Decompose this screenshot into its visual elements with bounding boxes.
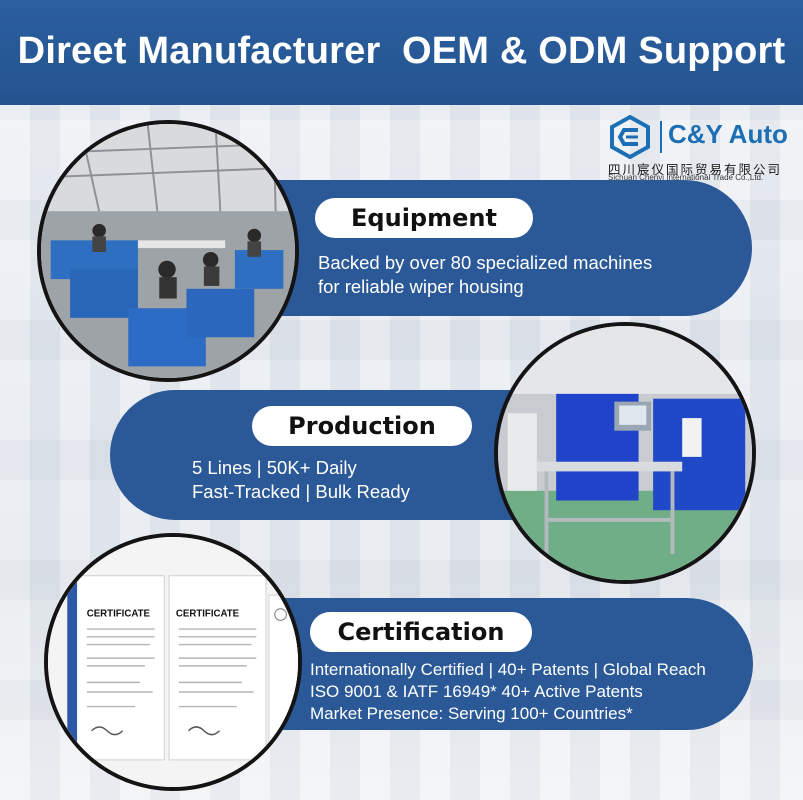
production-tag: Production — [252, 406, 472, 446]
logo-divider — [660, 121, 662, 153]
workshop-illustration — [41, 124, 295, 378]
equipment-line-2: for reliable wiper housing — [318, 276, 524, 297]
header-banner: Direet Manufacturer OEM & ODM Support — [0, 0, 803, 105]
production-description: 5 Lines | 50K+ Daily Fast-Tracked | Bulk… — [192, 456, 410, 504]
logo-name: C&Y Auto — [668, 119, 788, 149]
equipment-tag: Equipment — [315, 198, 533, 238]
machine-photo — [494, 322, 756, 584]
certification-description: Internationally Certified | 40+ Patents … — [310, 659, 706, 725]
page-title: Direet Manufacturer OEM & ODM Support — [17, 30, 786, 72]
certificates-photo: CERTIFICATE CERTIFICATE — [44, 533, 302, 791]
machine-illustration — [498, 326, 752, 580]
certification-line-1: Internationally Certified | 40+ Patents … — [310, 660, 706, 679]
workshop-photo — [37, 120, 299, 382]
production-line-1: 5 Lines | 50K+ Daily — [192, 457, 357, 478]
production-line-2: Fast-Tracked | Bulk Ready — [192, 481, 410, 502]
logo-hexagon-icon — [610, 115, 650, 159]
company-logo: C&Y Auto 四川宸仪国际贸易有限公司 Sichuan Chenyi Int… — [606, 115, 798, 183]
logo-english-name: Sichuan Chenyi International Trade Co.,L… — [608, 173, 764, 182]
certification-line-2: ISO 9001 & IATF 16949* 40+ Active Patent… — [310, 682, 643, 701]
certification-line-3: Market Presence: Serving 100+ Countries* — [310, 704, 633, 723]
certificate-2-title: CERTIFICATE — [176, 608, 240, 619]
equipment-description: Backed by over 80 specialized machines f… — [318, 251, 652, 299]
certification-tag: Certification — [310, 612, 532, 652]
certificate-1-title: CERTIFICATE — [87, 608, 151, 619]
equipment-line-1: Backed by over 80 specialized machines — [318, 252, 653, 273]
certificates-illustration: CERTIFICATE CERTIFICATE — [48, 537, 298, 787]
logo-chinese-name: 四川宸仪国际贸易有限公司 — [608, 163, 783, 177]
